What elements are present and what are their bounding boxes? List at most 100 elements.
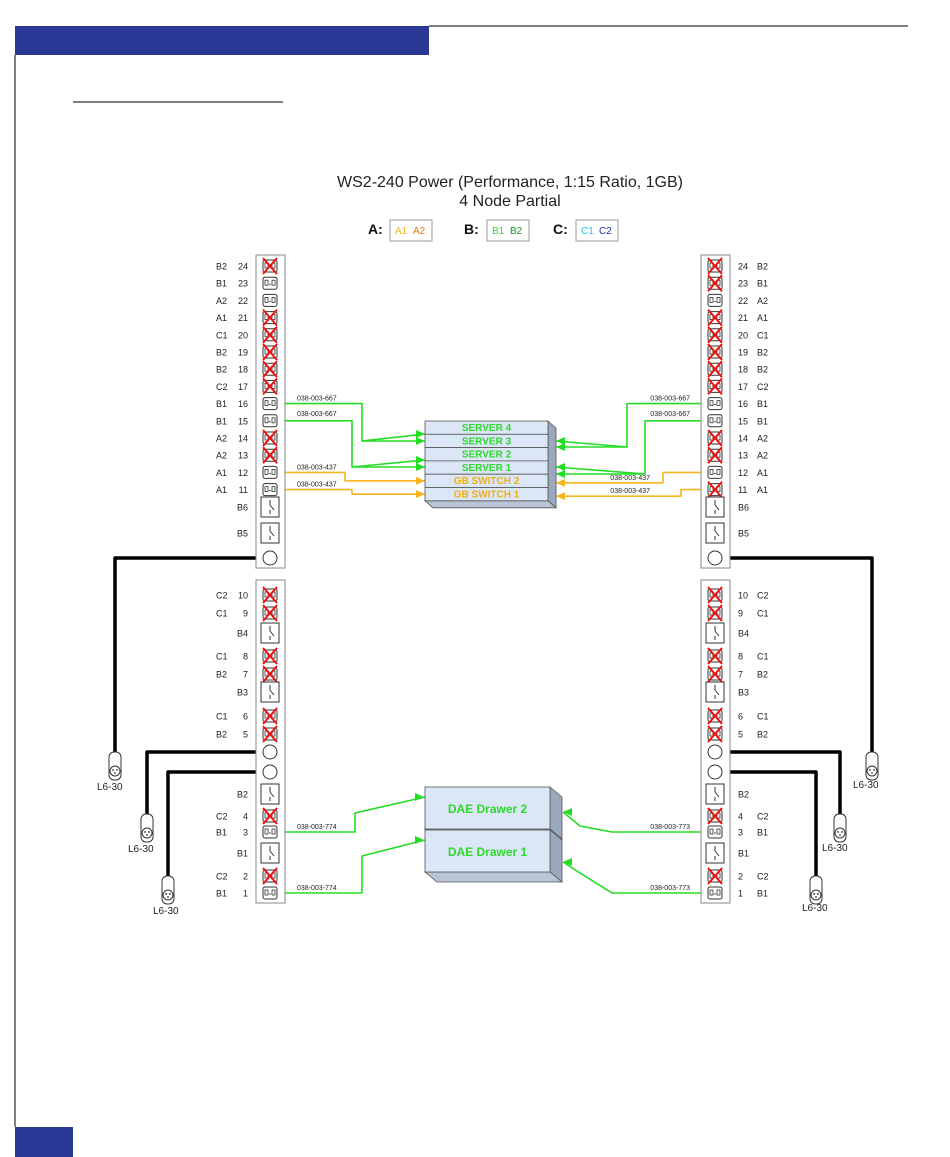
x-stroke <box>707 867 723 885</box>
x-stroke <box>707 725 723 743</box>
cable-right-1 <box>562 861 701 894</box>
outlet-label-left: C2 <box>216 382 228 392</box>
legend-item: C2 <box>599 226 612 237</box>
breaker-body <box>260 522 280 544</box>
x-mark-icon <box>707 725 723 743</box>
plug-pin <box>873 769 875 771</box>
x-stroke <box>262 807 278 825</box>
outlet-number-left: 11 <box>239 485 248 495</box>
outlet-slot <box>716 889 721 896</box>
outlet-slot <box>264 889 269 896</box>
cable-left-12 <box>284 471 425 482</box>
outlet-number-left: 15 <box>238 416 248 426</box>
outlet-label-left: B2 <box>216 365 227 375</box>
breaker-label-right: B4 <box>738 629 749 639</box>
outlet-number-left: 21 <box>238 313 248 323</box>
breaker-icon <box>705 522 725 544</box>
plug-label: L6-30 <box>822 843 848 854</box>
outlet-label-right: B2 <box>757 348 768 358</box>
server-stack-side <box>547 420 557 509</box>
dae-drawer-label: DAE Drawer 2 <box>448 802 528 816</box>
breaker-body <box>705 681 725 703</box>
outlet-number-left: 7 <box>243 670 248 680</box>
power-cable-right-lower-2 <box>708 770 818 885</box>
plug-face <box>162 889 174 901</box>
breaker-icon <box>260 496 280 518</box>
x-mark-icon <box>262 360 278 378</box>
l6-30-plug-icon <box>140 813 154 843</box>
x-mark-icon <box>262 665 278 683</box>
outlet-label-right: A1 <box>757 485 768 495</box>
outlet-number-right: 12 <box>738 468 748 478</box>
outlet-label-right: C1 <box>757 652 769 662</box>
arrow-head <box>416 437 425 445</box>
cable-right-11 <box>556 488 701 497</box>
outlet-number-right: 19 <box>738 348 748 358</box>
breaker-line <box>269 689 275 696</box>
x-stroke <box>707 257 723 275</box>
legend-key: A: <box>368 221 383 237</box>
x-stroke <box>707 665 723 683</box>
x-mark-icon <box>707 647 723 665</box>
breaker-body <box>705 783 725 805</box>
arrow-head <box>416 490 425 499</box>
outlet-number-right: 10 <box>738 591 748 601</box>
outlet-number-left: 4 <box>243 812 248 822</box>
outlet-label-left: B2 <box>216 348 227 358</box>
arrow-head <box>556 470 565 478</box>
outlet-number-right: 9 <box>738 609 743 619</box>
outlet-label-left: B2 <box>216 730 227 740</box>
outlet-label-left: C1 <box>216 712 228 722</box>
plug-face <box>866 765 878 777</box>
outlet-number-left: 18 <box>238 365 248 375</box>
server-label: SERVER 1 <box>462 463 512 474</box>
outlet-number-right: 21 <box>738 313 748 323</box>
breaker-icon <box>705 842 725 864</box>
x-stroke <box>707 586 723 604</box>
outlet-number-left: 20 <box>238 330 248 340</box>
x-mark-icon <box>262 807 278 825</box>
outlet-number-right: 3 <box>738 828 743 838</box>
breaker-label-right: B1 <box>738 849 749 859</box>
outlet-number-right: 14 <box>738 434 748 444</box>
x-mark-icon <box>707 274 723 292</box>
outlet-label-right: A2 <box>757 434 768 444</box>
outlet-number-right: 11 <box>738 485 747 495</box>
cable-part-label: 038-003-437 <box>297 482 337 489</box>
outlet-number-left: 2 <box>243 872 248 882</box>
breaker-line <box>269 504 275 511</box>
outlet-slot <box>271 296 276 303</box>
diagram-title: WS2-240 Power (Performance, 1:15 Ratio, … <box>337 174 683 191</box>
cable-right-16 <box>555 402 701 448</box>
breaker-label-left: B5 <box>237 529 248 539</box>
x-mark-icon <box>707 586 723 604</box>
plug-label: L6-30 <box>853 780 879 791</box>
breaker-icon <box>705 783 725 805</box>
breaker-body <box>705 622 725 644</box>
outlet-number-right: 6 <box>738 712 743 722</box>
breaker-icon <box>260 842 280 864</box>
outlet-number-right: 7 <box>738 670 743 680</box>
l6-30-plug-icon <box>833 813 847 843</box>
x-mark-icon <box>262 446 278 464</box>
outlet-icon <box>262 293 278 307</box>
outlet-icon <box>262 276 278 290</box>
dae-drawer-label: DAE Drawer 1 <box>448 845 528 859</box>
footer-block <box>15 1127 73 1157</box>
x-mark-icon <box>262 604 278 622</box>
server-label: SERVER 3 <box>462 436 512 447</box>
breaker-icon <box>705 496 725 518</box>
x-stroke <box>262 308 278 327</box>
x-stroke <box>707 647 723 665</box>
plug-pin <box>817 893 819 895</box>
outlet-icon <box>707 293 723 307</box>
x-stroke <box>707 807 723 825</box>
outlet-label-left: B2 <box>216 670 227 680</box>
cable-part-label: 038-003-667 <box>650 411 690 418</box>
plug-pin <box>839 834 841 836</box>
outlet-icon <box>707 465 723 479</box>
outlet-number-right: 15 <box>738 416 748 426</box>
plug-label: L6-30 <box>97 782 123 793</box>
outlet-icon <box>707 825 723 839</box>
x-mark-icon <box>707 665 723 683</box>
